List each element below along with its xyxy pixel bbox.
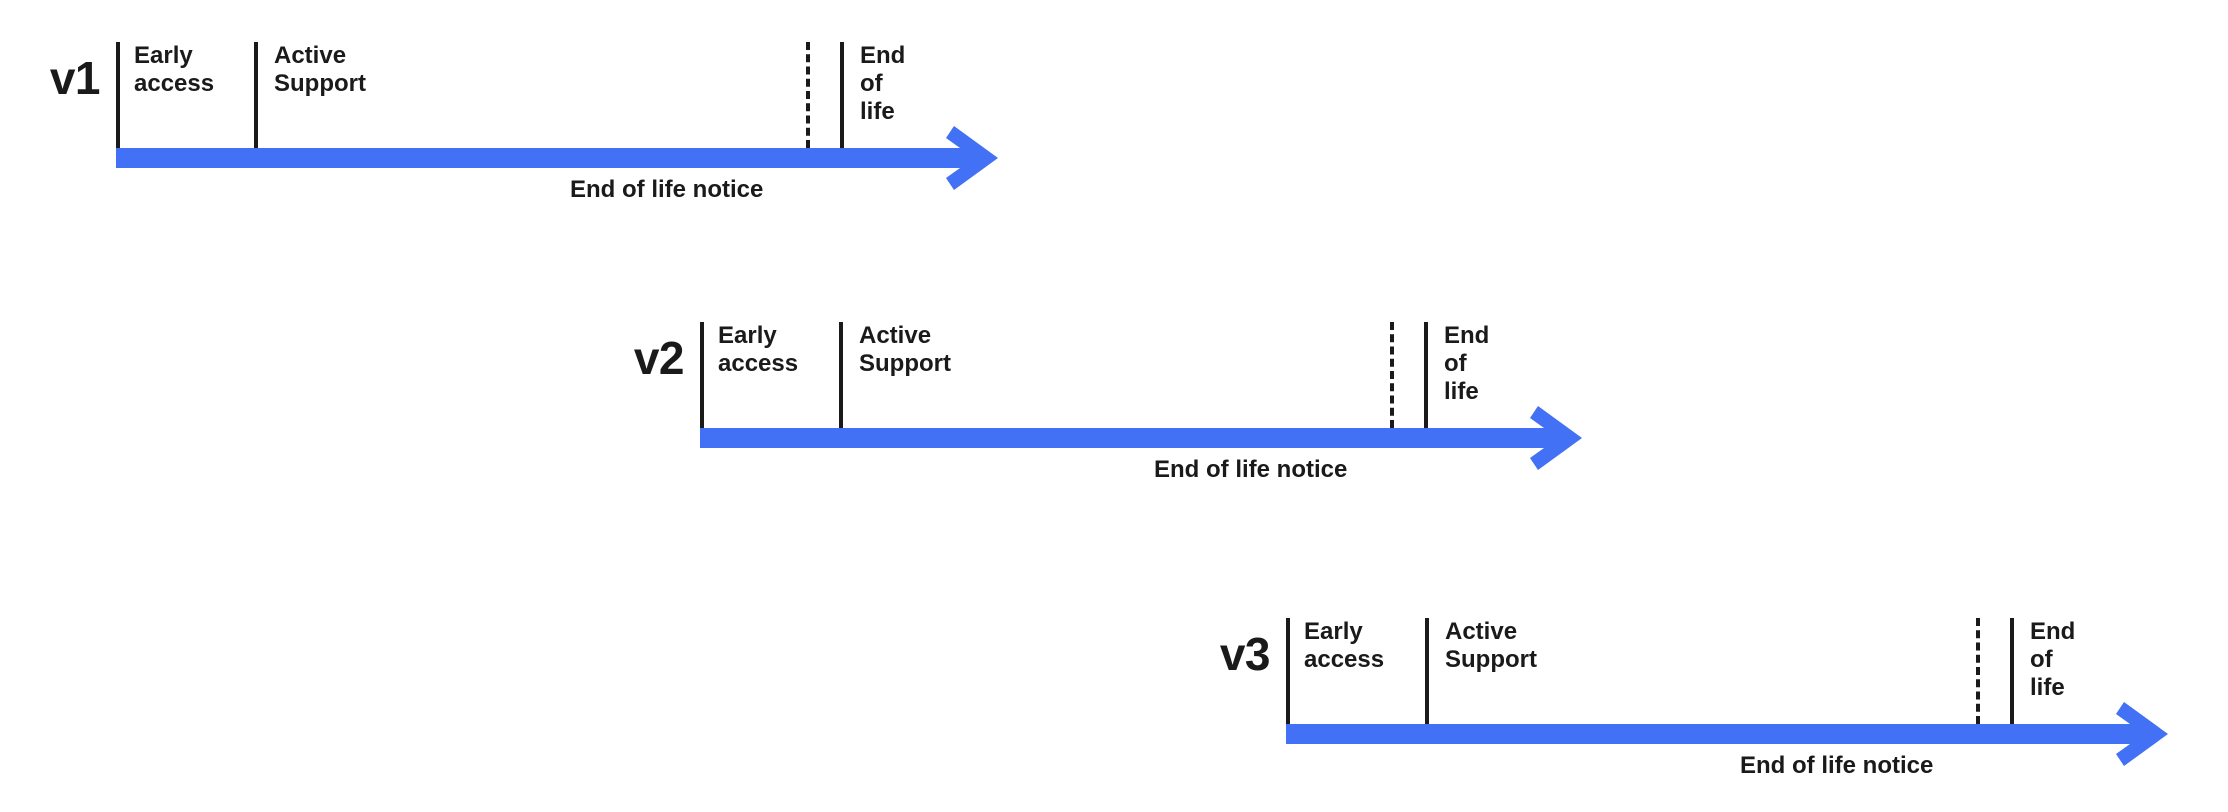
phase-label-active-support-v2: Active Support <box>859 322 951 377</box>
phase-label-end-of-life-v3: End of life <box>2030 618 2076 701</box>
timeline-arrow-head-v3 <box>2114 698 2186 770</box>
phase-label-early-access-v2: Early access <box>718 322 799 377</box>
phase-label-early-access-v1: Early access <box>134 42 215 97</box>
timeline-arrow-head-v2 <box>1528 402 1600 474</box>
end-of-life-notice-label-v3: End of life notice <box>1740 752 1934 779</box>
phase-divider-end-of-life-v2 <box>1424 322 1428 428</box>
end-of-life-notice-marker-v1 <box>806 42 810 148</box>
phase-divider-end-of-life-v3 <box>2010 618 2014 724</box>
end-of-life-notice-marker-v2 <box>1390 322 1394 428</box>
end-of-life-notice-marker-v3 <box>1976 618 1980 724</box>
end-of-life-notice-label-v1: End of life notice <box>570 176 764 203</box>
phase-divider-active-support-v2 <box>839 322 843 428</box>
version-label-v2: v2 <box>633 332 685 384</box>
phase-divider-active-support-v3 <box>1425 618 1429 724</box>
phase-divider-start-v3 <box>1286 618 1290 724</box>
phase-divider-start-v1 <box>116 42 120 148</box>
phase-divider-start-v2 <box>700 322 704 428</box>
timeline-track-v1 <box>116 148 976 168</box>
version-label-v3: v3 <box>1219 628 1271 680</box>
phase-label-end-of-life-v2: End of life <box>1444 322 1490 405</box>
version-label-v1: v1 <box>49 52 101 104</box>
end-of-life-notice-label-v2: End of life notice <box>1154 456 1348 483</box>
timeline-track-v2 <box>700 428 1560 448</box>
timeline-track-v3 <box>1286 724 2146 744</box>
phase-label-active-support-v3: Active Support <box>1445 618 1537 673</box>
phase-label-active-support-v1: Active Support <box>274 42 366 97</box>
timeline-arrow-head-v1 <box>944 122 1016 194</box>
phase-divider-active-support-v1 <box>254 42 258 148</box>
phase-label-end-of-life-v1: End of life <box>860 42 906 125</box>
phase-divider-end-of-life-v1 <box>840 42 844 148</box>
phase-label-early-access-v3: Early access <box>1304 618 1385 673</box>
